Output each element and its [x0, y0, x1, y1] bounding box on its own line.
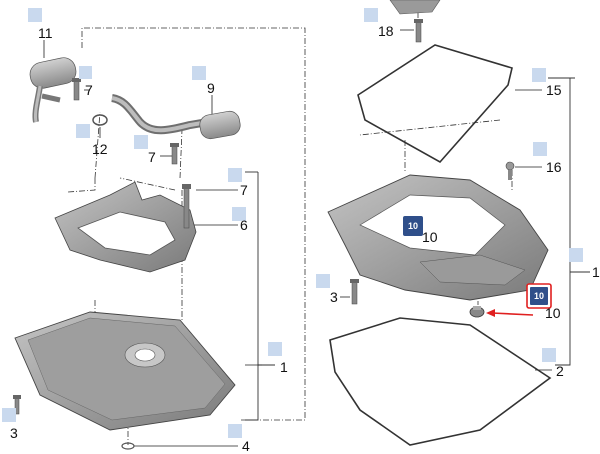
part-9-hose — [111, 94, 241, 140]
marker-18[interactable] — [364, 8, 378, 22]
marker-9[interactable] — [192, 66, 206, 80]
part-15-upper-gasket — [357, 44, 513, 164]
label-15: 15 — [546, 82, 562, 98]
marker-1-right[interactable] — [569, 248, 583, 262]
label-7-a: 7 — [85, 82, 93, 98]
label-1-right: 1 — [592, 264, 600, 280]
selection-markers — [2, 8, 583, 438]
label-4: 4 — [242, 438, 250, 454]
engine-block-edge — [389, 0, 441, 15]
label-12: 12 — [92, 141, 108, 157]
badge-10-highlighted[interactable]: 10 — [526, 283, 552, 309]
marker-2[interactable] — [542, 348, 556, 362]
bracket-lines — [245, 77, 590, 421]
marker-15[interactable] — [532, 68, 546, 82]
marker-12[interactable] — [76, 124, 90, 138]
part-12-o-ring — [92, 114, 108, 126]
label-18: 18 — [378, 23, 394, 39]
part-7-bolt-a — [72, 78, 81, 101]
part-4-seal — [121, 442, 135, 450]
part-1-oil-pan-left — [14, 311, 236, 431]
label-6: 6 — [240, 217, 248, 233]
part-18-bolt — [414, 19, 423, 43]
svg-text:10: 10 — [408, 221, 418, 231]
label-1-left: 1 — [280, 359, 288, 375]
label-11: 11 — [38, 25, 53, 41]
label-3-right: 3 — [330, 289, 338, 305]
marker-4[interactable] — [228, 424, 242, 438]
part-7-bolt-c — [182, 184, 191, 229]
marker-7a[interactable] — [79, 66, 92, 79]
marker-3-left[interactable] — [2, 408, 16, 422]
label-9: 9 — [207, 80, 215, 96]
marker-6[interactable] — [232, 207, 246, 221]
part-3-bolt-right — [350, 279, 359, 305]
part-7-bolt-b — [170, 143, 179, 165]
label-7-b: 7 — [148, 149, 156, 165]
marker-3-right[interactable] — [316, 274, 330, 288]
part-16-plug — [505, 161, 515, 180]
part-11-breather-pipe — [29, 57, 77, 123]
part-2-lower-gasket — [329, 317, 552, 446]
marker-16[interactable] — [533, 142, 547, 156]
marker-7b[interactable] — [134, 135, 148, 149]
label-2: 2 — [556, 363, 564, 379]
marker-7c[interactable] — [228, 168, 242, 182]
badge-10-upper[interactable]: 10 — [403, 216, 423, 236]
label-10-b: 10 — [545, 305, 561, 321]
leader-lines — [43, 29, 552, 447]
label-16: 16 — [546, 159, 562, 175]
label-10-a: 10 — [422, 229, 438, 245]
part-6-baffle-frame — [54, 181, 197, 273]
label-3-left: 3 — [10, 425, 18, 441]
part-1-oil-pan-right — [327, 174, 549, 301]
label-7-c: 7 — [240, 182, 248, 198]
marker-1-left[interactable] — [268, 342, 282, 356]
part-3-bolt-left — [13, 395, 21, 415]
marker-11[interactable] — [28, 8, 42, 22]
svg-text:10: 10 — [534, 291, 544, 301]
part-labels: 11 7 9 12 7 7 6 1 3 4 18 15 16 10 1 3 10… — [10, 23, 600, 454]
part-10-drain-plug — [469, 306, 485, 318]
highlight-arrow — [486, 309, 534, 317]
